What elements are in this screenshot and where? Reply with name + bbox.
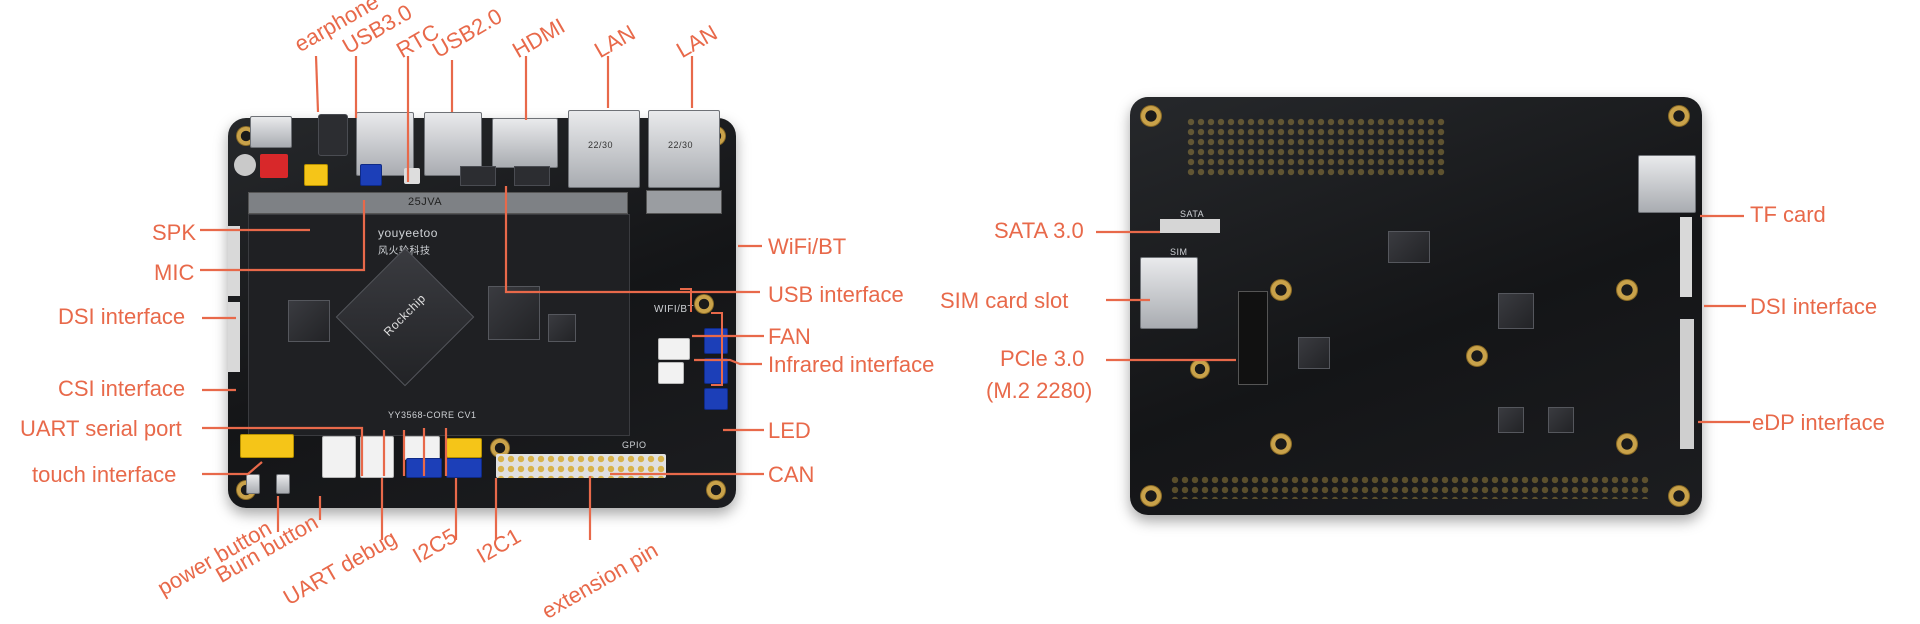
power-button xyxy=(246,474,260,494)
pad-array xyxy=(1170,475,1650,499)
lan-silk: 22/30 xyxy=(668,140,694,150)
board-back: SATA SIM xyxy=(1130,97,1702,515)
label-sim: SIM card slot xyxy=(940,288,1069,313)
edp-connector xyxy=(1680,319,1694,449)
usb-header-2 xyxy=(514,166,550,186)
mounting-hole xyxy=(1668,485,1690,507)
label-touch: touch interface xyxy=(32,462,177,487)
label-can: CAN xyxy=(768,462,815,487)
usb2-port xyxy=(424,112,482,176)
mic-connector xyxy=(360,164,382,186)
sim-slot xyxy=(1140,257,1198,329)
dsi-connector-front xyxy=(228,226,240,296)
mounting-hole xyxy=(1616,279,1638,301)
power-connector xyxy=(260,154,288,178)
mounting-hole xyxy=(1140,485,1162,507)
capacitor xyxy=(234,154,256,176)
uart-connector-1 xyxy=(322,436,356,478)
dc-jack xyxy=(250,116,292,148)
label-pcie-line2: (M.2 2280) xyxy=(986,378,1093,403)
mounting-hole xyxy=(1270,279,1292,301)
chip xyxy=(1298,337,1330,369)
label-uart-serial: UART serial port xyxy=(20,416,182,441)
label-usb-interface: USB interface xyxy=(768,282,904,307)
usb-header-1 xyxy=(460,166,496,186)
label-infrared: Infrared interface xyxy=(768,352,935,377)
label-wifi-bt: WiFi/BT xyxy=(768,234,847,259)
pmic-chip xyxy=(548,314,576,342)
mounting-hole xyxy=(490,438,510,458)
label-dsi-back: DSI interface xyxy=(1750,294,1878,319)
gpio-silk: GPIO xyxy=(622,440,647,450)
mounting-hole xyxy=(694,294,714,314)
dsi-connector-back xyxy=(1680,217,1692,297)
chip xyxy=(1548,407,1574,433)
led-connector-2 xyxy=(704,358,728,384)
can-connector xyxy=(704,388,728,410)
memory-chip xyxy=(488,286,540,340)
spk-connector xyxy=(304,164,328,186)
label-led: LED xyxy=(768,418,811,443)
label-pcie-line1: PCle 3.0 xyxy=(1000,346,1085,371)
sata-silk: SATA xyxy=(1180,209,1205,219)
module-code: 25JVA xyxy=(408,196,443,208)
mounting-hole xyxy=(706,480,726,500)
label-mic: MIC xyxy=(154,260,195,285)
led-bracket xyxy=(711,312,723,386)
earphone-jack xyxy=(318,114,348,156)
label-spk: SPK xyxy=(152,220,197,245)
sim-silk: SIM xyxy=(1170,247,1188,257)
uart-connector-2 xyxy=(360,436,394,478)
csi-connector xyxy=(228,302,240,372)
chip xyxy=(1388,231,1430,263)
lan-silk: 22/30 xyxy=(588,140,614,150)
led-connector-1 xyxy=(704,328,728,354)
mounting-hole xyxy=(1140,105,1162,127)
label-fan: FAN xyxy=(768,324,811,349)
ir-connector xyxy=(658,362,684,384)
sata-connector xyxy=(1160,219,1220,233)
lan-port-2 xyxy=(648,110,720,188)
label-csi: CSI interface xyxy=(58,376,186,401)
mounting-hole xyxy=(1466,345,1488,367)
m2-slot xyxy=(1238,291,1268,385)
lan-port-1 xyxy=(568,110,640,188)
burn-button xyxy=(276,474,290,494)
model-silk: YY3568-CORE CV1 xyxy=(388,410,477,420)
infrared-bracket xyxy=(680,288,692,312)
label-tf: TF card xyxy=(1750,202,1826,227)
label-dsi-front: DSI interface xyxy=(58,304,186,329)
brand-silk: youyeetoo xyxy=(378,226,438,240)
hdmi-port xyxy=(492,118,558,168)
core-module-slot xyxy=(248,192,628,214)
touch-connector xyxy=(240,434,294,458)
mounting-hole xyxy=(1190,359,1210,379)
board-front: 22/30 22/30 25JVA youyeetoo 风火轮科技 Rockch… xyxy=(228,110,736,508)
tf-slot xyxy=(1638,155,1696,213)
emmc-chip xyxy=(288,300,330,342)
fan-connector xyxy=(658,338,690,360)
label-edp: eDP interface xyxy=(1752,410,1885,435)
wifi-silk: WIFI/BT xyxy=(654,304,695,315)
label-sata: SATA 3.0 xyxy=(994,218,1084,243)
mounting-hole xyxy=(1668,105,1690,127)
wifi-module xyxy=(646,190,722,214)
chip xyxy=(1498,407,1524,433)
pad-array xyxy=(1186,117,1446,177)
mounting-hole xyxy=(1616,433,1638,455)
chip xyxy=(1498,293,1534,329)
mounting-hole xyxy=(1270,433,1292,455)
